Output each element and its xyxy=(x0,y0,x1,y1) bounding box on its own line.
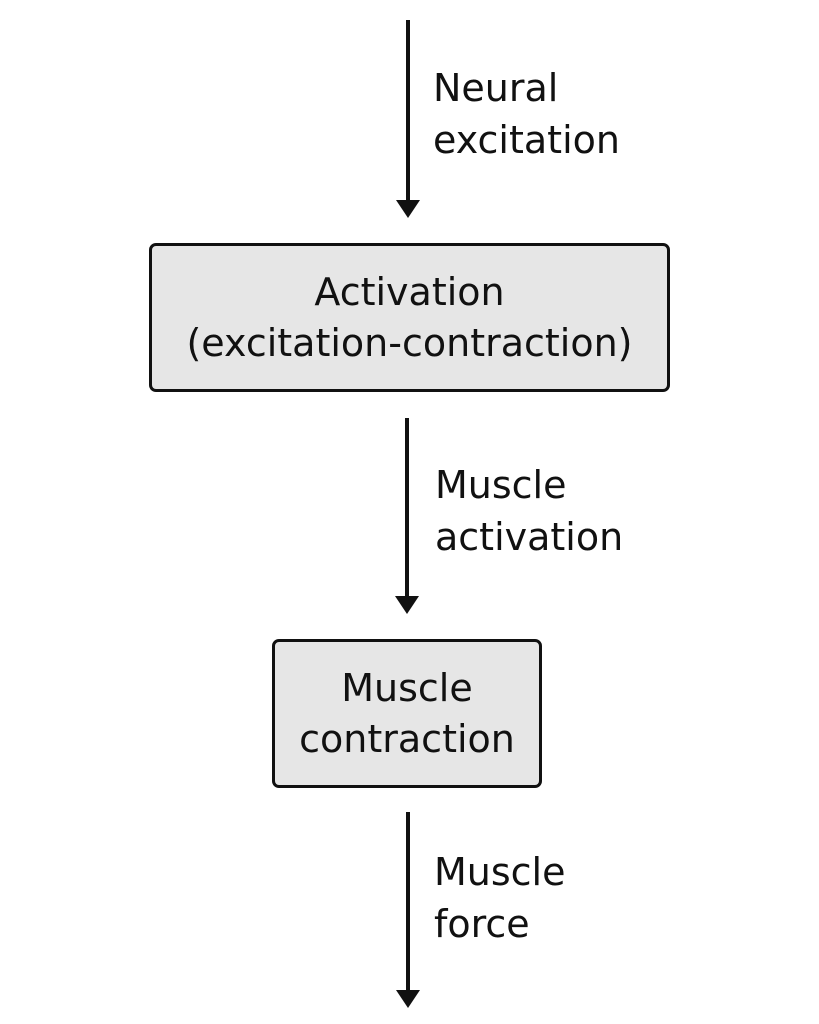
arrow-shaft xyxy=(405,418,409,598)
arrow-shaft xyxy=(406,20,410,202)
node-label-line: (excitation-contraction) xyxy=(186,320,633,365)
arrowhead-down-icon xyxy=(395,596,419,614)
edge-label-muscle-force: Muscle force xyxy=(434,846,566,950)
arrow-muscle-force xyxy=(396,812,420,1008)
arrowhead-down-icon xyxy=(396,990,420,1008)
arrowhead-down-icon xyxy=(396,200,420,218)
node-label-line: Muscle xyxy=(341,665,473,710)
edge-label-line: Muscle xyxy=(435,463,567,507)
edge-label-line: activation xyxy=(435,515,624,559)
arrow-muscle-activation xyxy=(395,418,419,614)
arrow-neural-excitation xyxy=(396,20,420,218)
edge-label-neural-excitation: Neural excitation xyxy=(433,62,620,166)
edge-label-line: Muscle xyxy=(434,850,566,894)
node-muscle-contraction: Muscle contraction xyxy=(272,639,542,788)
edge-label-line: excitation xyxy=(433,118,620,162)
arrow-shaft xyxy=(406,812,410,992)
edge-label-muscle-activation: Muscle activation xyxy=(435,459,623,563)
edge-label-line: Neural xyxy=(433,66,559,110)
node-label-line: contraction xyxy=(299,716,515,761)
edge-label-line: force xyxy=(434,902,530,946)
node-activation: Activation (excitation-contraction) xyxy=(149,243,670,392)
node-label-line: Activation xyxy=(314,269,505,314)
